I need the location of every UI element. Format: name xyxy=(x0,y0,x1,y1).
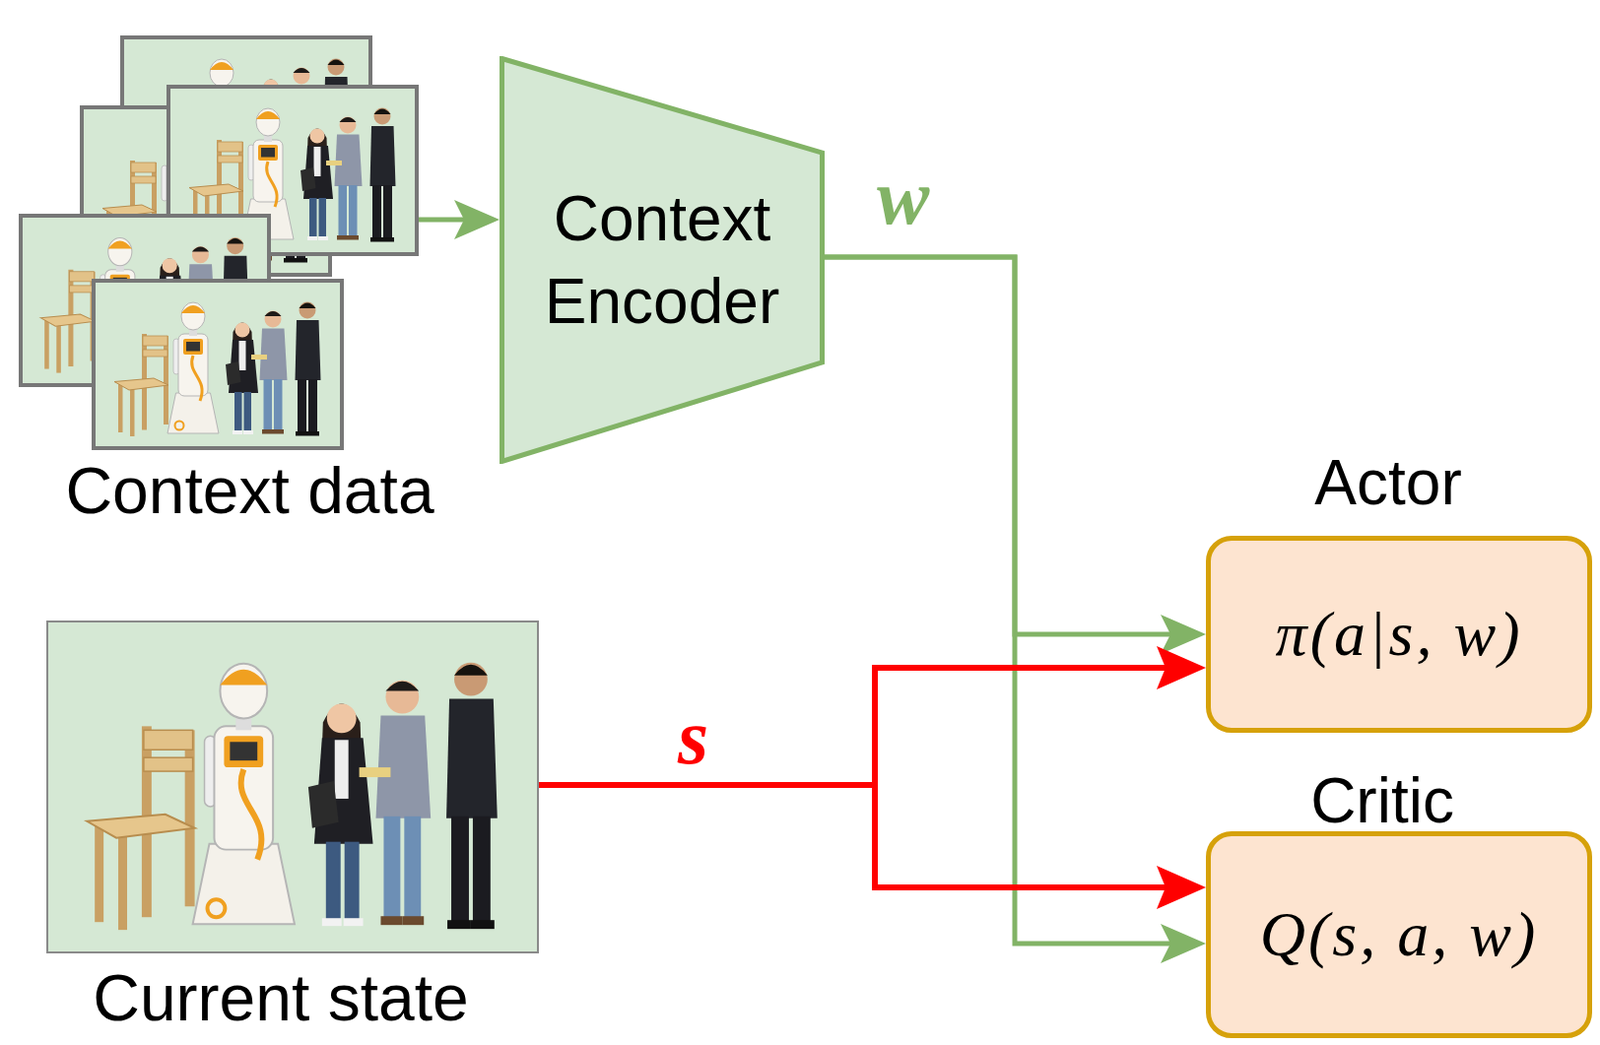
current-state-picture xyxy=(46,620,539,954)
context-data-stack: Context data xyxy=(17,35,419,452)
connector-line xyxy=(824,257,1187,635)
state-background xyxy=(46,620,539,954)
text-frame: Q(s, a, w) xyxy=(1210,836,1588,1034)
box-heading: Actor xyxy=(1200,445,1577,521)
trapezoid-outline xyxy=(499,56,825,465)
current-state-image: Current state xyxy=(46,620,539,954)
connector-line xyxy=(824,257,1187,944)
math-expression: Q(s, a, w) xyxy=(1260,897,1538,974)
stack-caption: Context data xyxy=(49,453,451,529)
connector-line xyxy=(418,217,480,223)
trapezoid-shape xyxy=(502,59,823,463)
context-frame xyxy=(93,280,342,449)
box-heading: Critic xyxy=(1194,763,1571,839)
math-expression: π(a|s, w) xyxy=(1275,597,1524,673)
text-frame: Context Encoder xyxy=(499,56,825,465)
edge-label: s xyxy=(677,697,709,777)
image-caption: Current state xyxy=(36,960,526,1036)
encoder-label: Context Encoder xyxy=(524,177,800,344)
edge-label: w xyxy=(876,157,930,237)
frame-scene xyxy=(114,302,322,438)
actor-box: Actorπ(a|s, w) xyxy=(1205,535,1593,734)
connector-line xyxy=(538,667,1187,786)
text-frame: π(a|s, w) xyxy=(1210,540,1588,729)
context-encoder: Context Encoder xyxy=(499,56,825,465)
connector-line xyxy=(538,785,1187,888)
state-scene xyxy=(86,663,498,931)
critic-box: CriticQ(s, a, w) xyxy=(1205,831,1593,1039)
context-frame-stack xyxy=(20,37,417,449)
